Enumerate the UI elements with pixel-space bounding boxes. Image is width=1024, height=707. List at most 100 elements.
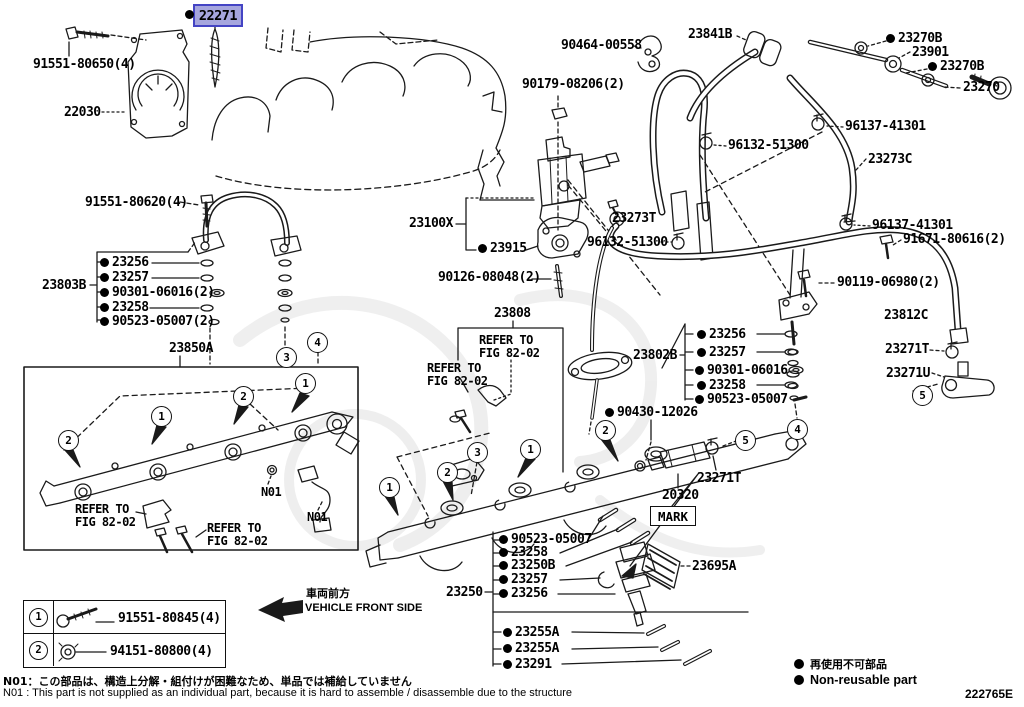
drawing-number: 222765E [965,687,1014,701]
list-item[interactable]: 23258 [499,545,548,560]
non-reusable-en: Non-reusable part [794,673,917,687]
list-item[interactable]: 23291 [503,657,552,672]
part-label-23273T[interactable]: 23273T [612,211,656,226]
non-reusable-dot-icon [503,660,512,669]
non-reusable-dot-icon [100,258,109,267]
list-item[interactable]: 23255A [503,625,559,640]
part-label-91671-80616[interactable]: 91671-80616(2) [903,232,1006,247]
list-item[interactable]: 23255A [503,641,559,656]
part-label-23901[interactable]: 23901 [912,45,949,60]
callout-1: 1 [29,607,48,627]
list-item[interactable]: 90301-06016 [695,363,788,378]
part-label-23841B[interactable]: 23841B [688,27,732,42]
fastener-legend: 1 91551-80845(4) 2 94151-80800(4) [23,600,226,668]
non-reusable-dot-icon [697,348,706,357]
part-label-23808[interactable]: 23808 [494,306,531,321]
legend-row-1: 1 91551-80845(4) [24,601,225,634]
pipe-flange-center-art [567,226,686,435]
non-reusable-dot-icon [499,561,508,570]
non-reusable-dot-icon [499,535,508,544]
part-label-22030[interactable]: 22030 [64,105,101,120]
list-item[interactable]: 23257 [697,345,746,360]
list-item[interactable]: 90301-06016(2) [100,285,215,300]
list-item[interactable]: 23258 [697,378,746,393]
non-reusable-dot-icon [503,628,512,637]
callout-1: 1 [520,439,541,460]
part-label-23812C[interactable]: 23812C [884,308,928,323]
part-label-23100X[interactable]: 23100X [409,216,453,231]
non-reusable-dot-icon [499,575,508,584]
non-reusable-dot-icon [100,303,109,312]
callout-5: 5 [912,385,933,406]
fuel-line-23901-art [807,39,1012,100]
non-reusable-dot-icon [695,366,704,375]
engine-outline [211,27,535,201]
list-item[interactable]: 23256 [499,586,548,601]
part-label-90126-08048[interactable]: 90126-08048(2) [438,270,541,285]
part-label-96132-51300-1[interactable]: 96132-51300 [728,138,809,153]
part-label-91551-80650[interactable]: 91551-80650(4) [33,57,136,72]
part-label-96132-51300-2[interactable]: 96132-51300 [587,235,668,250]
list-item[interactable]: 23256 [100,255,149,270]
non-reusable-dot-icon [478,244,487,253]
callout-2: 2 [233,386,254,407]
part-label-23850A[interactable]: 23850A [169,341,213,356]
list-item[interactable]: 90523-05007 [499,532,592,547]
front-side-jp: 車両前方 [306,587,350,600]
non-reusable-jp: 再使用不可部品 [794,656,887,672]
mark-box: MARK [650,506,696,526]
part-label-23270[interactable]: 23270 [963,80,1000,95]
part-label-23271U[interactable]: 23271U [886,366,930,381]
list-item[interactable]: 90523-05007(2) [100,314,215,329]
part-label-23270B-1[interactable]: 23270B [886,31,942,46]
list-item[interactable]: 23257 [100,270,149,285]
callout-1: 1 [379,477,400,498]
part-label-23915[interactable]: 23915 [478,241,527,256]
part-label-23250[interactable]: 23250 [446,585,483,600]
part-label-96137-41301-2[interactable]: 96137-41301 [872,218,953,233]
callout-2: 2 [595,420,616,441]
callout-4: 4 [307,332,328,353]
part-label-23271T-right[interactable]: 23271T [885,342,929,357]
hose-23812C-art [606,199,995,399]
legend-part-1[interactable]: 91551-80845(4) [118,611,221,626]
callout-3: 3 [467,442,488,463]
callout-1: 1 [151,406,172,427]
part-label-23270B-2[interactable]: 23270B [928,59,984,74]
non-reusable-dot-icon [794,675,804,685]
list-item[interactable]: 23258 [100,300,149,315]
part-label-96137-41301-1[interactable]: 96137-41301 [845,119,926,134]
injector-23695A-art [557,473,699,627]
n01-label-1: N01 [261,485,282,499]
part-label-20320[interactable]: 20320 [662,488,699,503]
non-reusable-dot-icon [100,317,109,326]
n01-label-2: N01 [307,510,328,524]
legend-icons-art [56,597,303,662]
part-label-23271T-mid[interactable]: 23271T [697,471,741,486]
callout-2: 2 [29,640,48,660]
highlighted-part-22271[interactable]: 22271 [185,4,243,27]
list-item[interactable]: 23256 [697,327,746,342]
legend-part-2[interactable]: 94151-80800(4) [110,644,213,659]
list-item[interactable]: 23257 [499,572,548,587]
part-label-23803B[interactable]: 23803B [42,278,86,293]
non-reusable-dot-icon [499,548,508,557]
part-label-90464-00558[interactable]: 90464-00558 [561,38,642,53]
list-item[interactable]: 23250B [499,558,555,573]
bracket-23802B-art [679,323,808,402]
footnote-jp: N01：この部品は、構造上分解・組付けが困難なため、単品では補給していません [3,675,412,688]
part-label-23802B[interactable]: 23802B [633,348,677,363]
part-label-23695A[interactable]: 23695A [692,559,736,574]
part-label-90119-06980[interactable]: 90119-06980(2) [837,275,940,290]
part-label-91551-80620[interactable]: 91551-80620(4) [85,195,188,210]
non-reusable-dot-icon [503,644,512,653]
list-item[interactable]: 90523-05007 [695,392,788,407]
part-label-90179-08206[interactable]: 90179-08206(2) [522,77,625,92]
callout-2: 2 [437,462,458,483]
non-reusable-dot-icon [100,273,109,282]
part-label-90430-12026[interactable]: 90430-12026 [605,405,698,420]
part-label-23273C[interactable]: 23273C [868,152,912,167]
